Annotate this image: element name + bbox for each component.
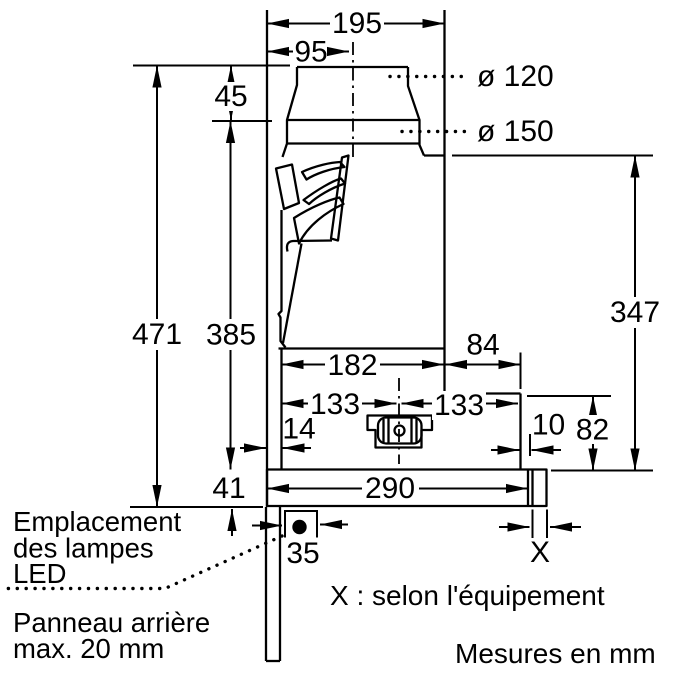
dim-133-left-label: 133 <box>310 388 360 421</box>
rear-panel-note: Panneau arrière max. 20 mm <box>13 607 210 664</box>
rear-panel-note-line-1: Panneau arrière <box>13 607 210 638</box>
dim-195: 195 <box>267 7 445 40</box>
dim-133-left-mask <box>308 390 362 419</box>
dim-290: 290 <box>267 472 528 505</box>
dim-45: 45 <box>212 65 250 121</box>
dim-195-label: 195 <box>332 7 382 40</box>
dim-471: 471 <box>130 65 184 507</box>
units-note: Mesures en mm <box>455 638 656 669</box>
motor-roller <box>376 416 423 445</box>
dim-14: 14 <box>240 413 316 453</box>
front-slant-edge <box>281 243 303 344</box>
flap-slat-1 <box>300 160 346 181</box>
check-valve-flaps <box>274 154 350 252</box>
led-note-line-3: LED <box>13 558 67 589</box>
dim-182-label: 182 <box>327 349 377 382</box>
dim-82: 82 <box>575 396 611 471</box>
dim-82-mask <box>575 415 611 444</box>
dim-182-mask <box>325 351 380 380</box>
dim-45-mask <box>212 82 250 111</box>
dim-95-label: 95 <box>294 36 327 69</box>
motor-bracket <box>366 414 434 449</box>
led-note-line-1: Emplacement <box>13 506 181 537</box>
dim-385-mask <box>204 319 258 350</box>
dim-133-right: 133 <box>401 389 518 422</box>
dim-10: 10 <box>491 409 565 456</box>
dim-95: 95 <box>267 36 349 69</box>
dim-82-label: 82 <box>576 414 609 447</box>
dim-385-label: 385 <box>206 319 256 352</box>
duct-collar <box>281 65 445 158</box>
motor-roller-ribs <box>382 418 418 444</box>
dim-347-mask <box>608 297 662 328</box>
dim-347: 347 <box>608 155 662 471</box>
dim-35: 35 <box>252 510 348 570</box>
dim-84-label: 84 <box>466 329 499 362</box>
dim-133-left: 133 <box>281 388 397 421</box>
dim-35-label: 35 <box>286 537 319 570</box>
dim-35-bracket <box>284 510 318 538</box>
dim-x-label: X <box>530 536 550 569</box>
flap-bottom-curl <box>285 239 333 252</box>
hood-structure <box>264 10 548 663</box>
flap-frame-panel <box>329 154 350 242</box>
led-note: Emplacement des lampes LED <box>1 506 284 591</box>
bottom-plate-outline <box>265 468 548 508</box>
dim-41-label: 41 <box>212 472 245 505</box>
dim-347-label: 347 <box>610 296 660 329</box>
led-note-line-2: des lampes <box>13 533 154 564</box>
duct-right-edge <box>406 67 426 156</box>
dim-x: X <box>499 509 581 569</box>
diameter-150-label: ø 150 <box>477 115 554 148</box>
motor-unit <box>366 414 434 449</box>
dim-290-label: 290 <box>365 472 415 505</box>
dim-41: 41 <box>212 472 246 536</box>
dim-45-label: 45 <box>214 80 247 113</box>
dim-290-mask <box>362 474 419 503</box>
dim-182: 182 <box>281 349 444 382</box>
led-lamp-dot <box>292 519 307 535</box>
dim-385: 385 <box>204 121 258 470</box>
dim-133-right-mask <box>432 391 486 420</box>
dim-471-label: 471 <box>132 318 182 351</box>
dim-133-right-label: 133 <box>434 389 484 422</box>
diameter-120-label: ø 120 <box>477 60 554 93</box>
flap-side-panel <box>274 163 301 211</box>
dim-84: 84 <box>445 329 522 389</box>
diameter-150-callout: ø 150 <box>400 115 554 148</box>
x-explanation-note: X : selon l'équipement <box>330 580 605 611</box>
dim-14-label: 14 <box>282 413 315 446</box>
rear-panel-note-line-2: max. 20 mm <box>13 633 164 664</box>
front-left-outline <box>277 210 287 349</box>
reference-lines <box>130 64 653 508</box>
dim-471-mask <box>130 319 184 350</box>
back-panel-column <box>264 507 282 663</box>
diameter-120-callout: ø 120 <box>388 60 554 93</box>
dim-195-mask <box>330 8 384 38</box>
dim-10-label: 10 <box>532 409 565 442</box>
